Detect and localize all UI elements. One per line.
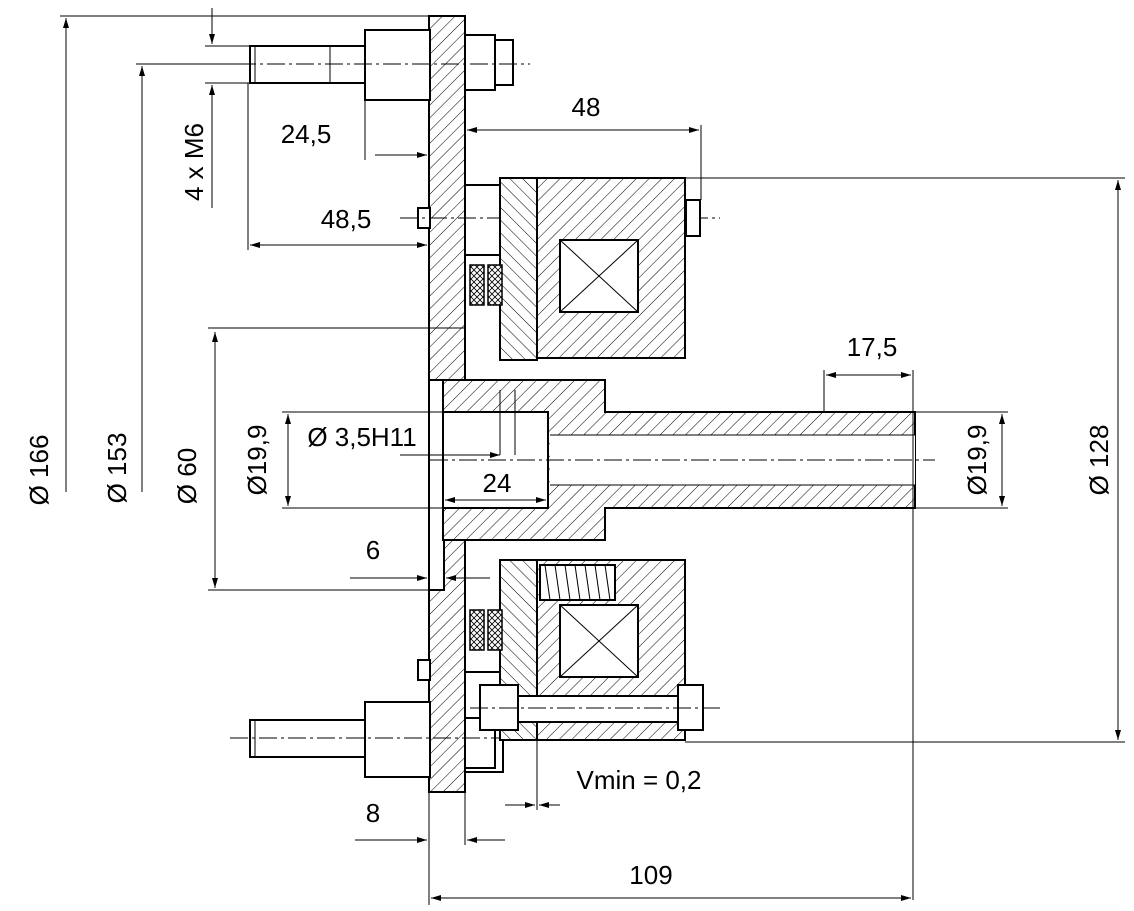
dim-thread-m6: 4 x M6 xyxy=(179,123,209,201)
hub-shaft xyxy=(430,379,935,541)
dim-pin-hole: Ø 3,5H11 xyxy=(307,422,416,452)
dim-24: 24 xyxy=(483,468,512,498)
dim-dia-19-9-right: Ø19,9 xyxy=(962,425,992,496)
dim-8: 8 xyxy=(366,798,380,828)
dim-48: 48 xyxy=(572,92,601,122)
dim-109: 109 xyxy=(629,860,672,890)
dim-dia-128: Ø 128 xyxy=(1084,425,1114,496)
dim-48-5: 48,5 xyxy=(321,204,372,234)
dim-dia-153: Ø 153 xyxy=(102,433,132,504)
dim-17-5: 17,5 xyxy=(847,332,898,362)
dim-dia-166: Ø 166 xyxy=(24,435,54,506)
dim-6: 6 xyxy=(366,535,380,565)
dimension-lines xyxy=(60,8,1125,905)
dim-air-gap: Vmin = 0,2 xyxy=(576,765,701,795)
seal-rings xyxy=(469,264,503,651)
top-stud-bolt xyxy=(238,29,530,101)
dim-dia-19-9-left: Ø19,9 xyxy=(242,425,272,496)
dim-24-5: 24,5 xyxy=(281,119,332,149)
dim-dia-60: Ø 60 xyxy=(172,448,202,504)
clamping-screw xyxy=(470,684,720,731)
bottom-stud-bolt xyxy=(230,701,525,778)
